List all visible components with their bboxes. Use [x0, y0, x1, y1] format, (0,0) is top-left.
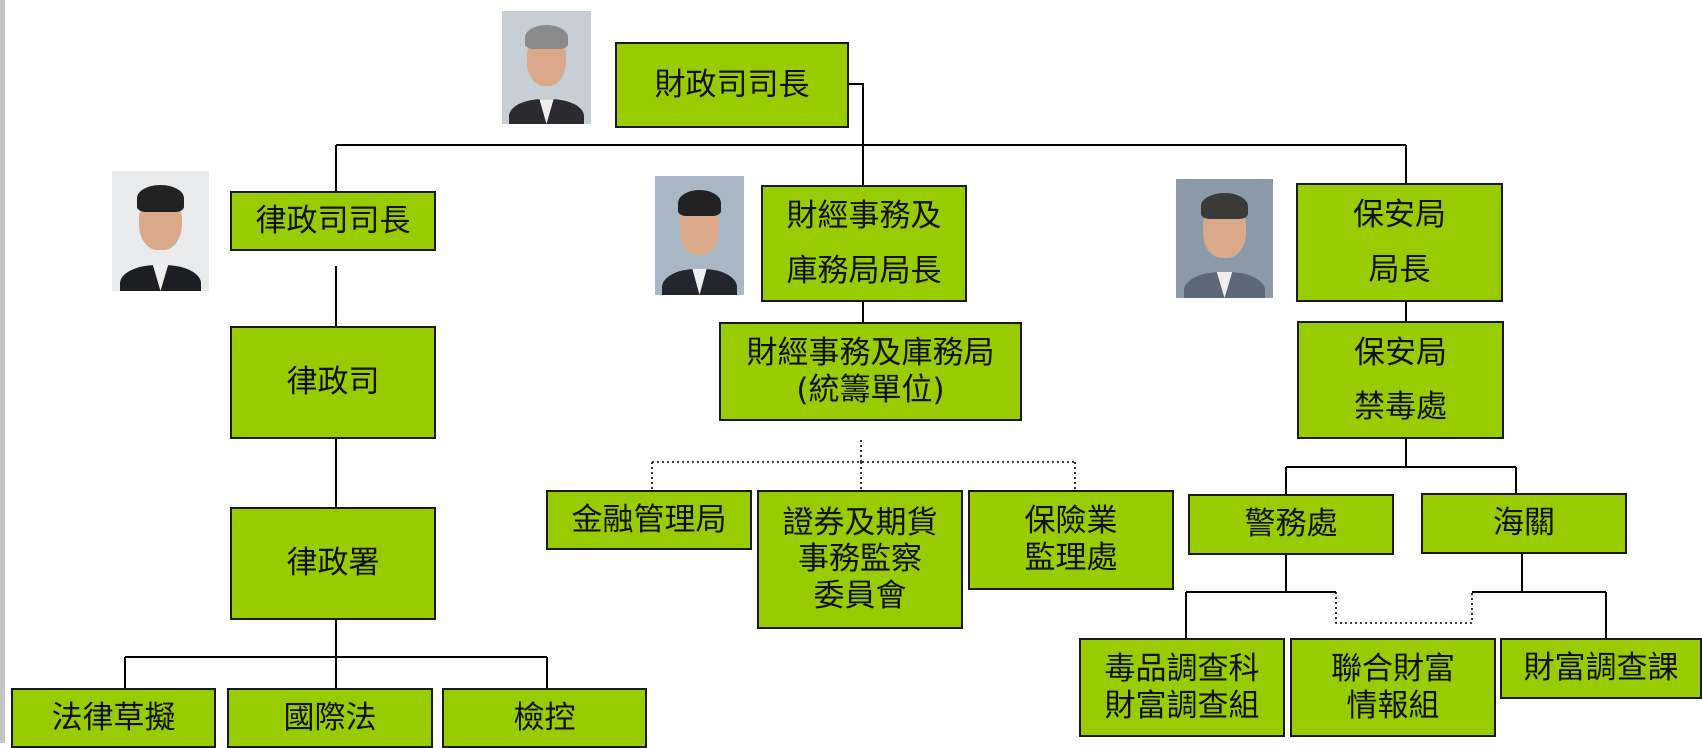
- connector-fs-right: [848, 83, 864, 145]
- department-of-justice-box[interactable]: 律政司: [230, 326, 436, 439]
- hkma-label: 金融管理局: [571, 501, 727, 538]
- jfiu-box[interactable]: 聯合財富 情報組: [1290, 638, 1496, 737]
- financial-secretary-photo-icon: [502, 11, 591, 124]
- financial-secretary-box[interactable]: 財政司司長: [615, 42, 849, 128]
- fiu-label: 財富調查課: [1523, 650, 1679, 687]
- connector-police-ndfi: [1185, 555, 1336, 640]
- financial-secretary-label: 財政司司長: [654, 66, 810, 103]
- department-of-justice-label: 律政司: [286, 364, 380, 401]
- left-border: [0, 0, 5, 743]
- international-law-label: 國際法: [283, 699, 377, 736]
- narcotics-division-box[interactable]: 保安局 禁毒處: [1297, 321, 1504, 439]
- customs-box[interactable]: 海關: [1421, 493, 1627, 554]
- connector-customs-fiu: [1521, 554, 1607, 640]
- sfst-label: 財經事務及 庫務局局長: [786, 198, 942, 289]
- connector-dotted-regulators: [651, 440, 1076, 490]
- security-secretary-label: 保安局 局長: [1353, 197, 1446, 288]
- prosecutions-box[interactable]: 檢控: [442, 688, 647, 748]
- police-label: 警務處: [1244, 506, 1338, 543]
- sfc-box[interactable]: 證券及期貨 事務監察 委員會: [757, 490, 963, 629]
- fiu-box[interactable]: 財富調查課: [1500, 638, 1702, 699]
- hkma-box[interactable]: 金融管理局: [546, 490, 752, 550]
- sfst-photo-icon: [655, 176, 744, 295]
- insurance-authority-label: 保險業 監理處: [1024, 503, 1118, 576]
- police-box[interactable]: 警務處: [1188, 494, 1394, 555]
- security-secretary-box[interactable]: 保安局 局長: [1296, 183, 1503, 302]
- law-office-box[interactable]: 律政署: [230, 507, 436, 620]
- legal-drafting-box[interactable]: 法律草擬: [11, 688, 216, 748]
- narcotics-division-label: 保安局 禁毒處: [1354, 334, 1447, 425]
- sfst-box[interactable]: 財經事務及 庫務局局長: [761, 185, 967, 302]
- international-law-box[interactable]: 國際法: [227, 688, 433, 748]
- fstb-coordination-box[interactable]: 財經事務及庫務局 (統籌單位): [719, 322, 1022, 421]
- security-secretary-photo-icon: [1176, 179, 1273, 298]
- insurance-authority-box[interactable]: 保險業 監理處: [968, 490, 1174, 590]
- prosecutions-label: 檢控: [513, 699, 576, 736]
- connector-dotted-jfiu: [1335, 592, 1473, 624]
- legal-drafting-label: 法律草擬: [51, 699, 176, 736]
- ndfi-box[interactable]: 毒品調查科 財富調查組: [1079, 638, 1285, 737]
- sfc-label: 證券及期貨 事務監察 委員會: [782, 504, 938, 614]
- ndfi-label: 毒品調查科 財富調查組: [1104, 650, 1260, 724]
- fstb-coordination-label: 財經事務及庫務局 (統籌單位): [746, 334, 995, 408]
- secretary-for-justice-label: 律政司司長: [255, 202, 411, 239]
- secretary-for-justice-box[interactable]: 律政司司長: [230, 191, 436, 251]
- jfiu-label: 聯合財富 情報組: [1331, 650, 1455, 724]
- secretary-for-justice-photo-icon: [112, 171, 209, 291]
- customs-label: 海關: [1493, 505, 1555, 542]
- connector-nd-children: [1285, 439, 1517, 496]
- law-office-label: 律政署: [286, 545, 380, 582]
